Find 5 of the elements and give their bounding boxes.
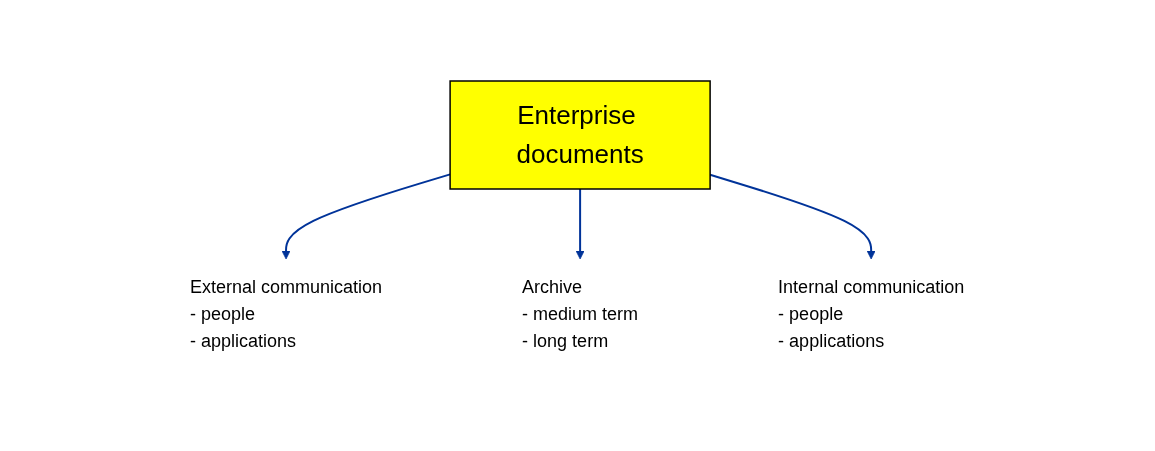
node-text: External communication - people - applications [190, 277, 383, 351]
node-text: Internal communication - people - applications [778, 277, 965, 351]
node-box: Enterprise documents [449, 80, 712, 190]
node-text: Archive - medium term - long term [522, 277, 639, 351]
arrow [576, 188, 585, 260]
